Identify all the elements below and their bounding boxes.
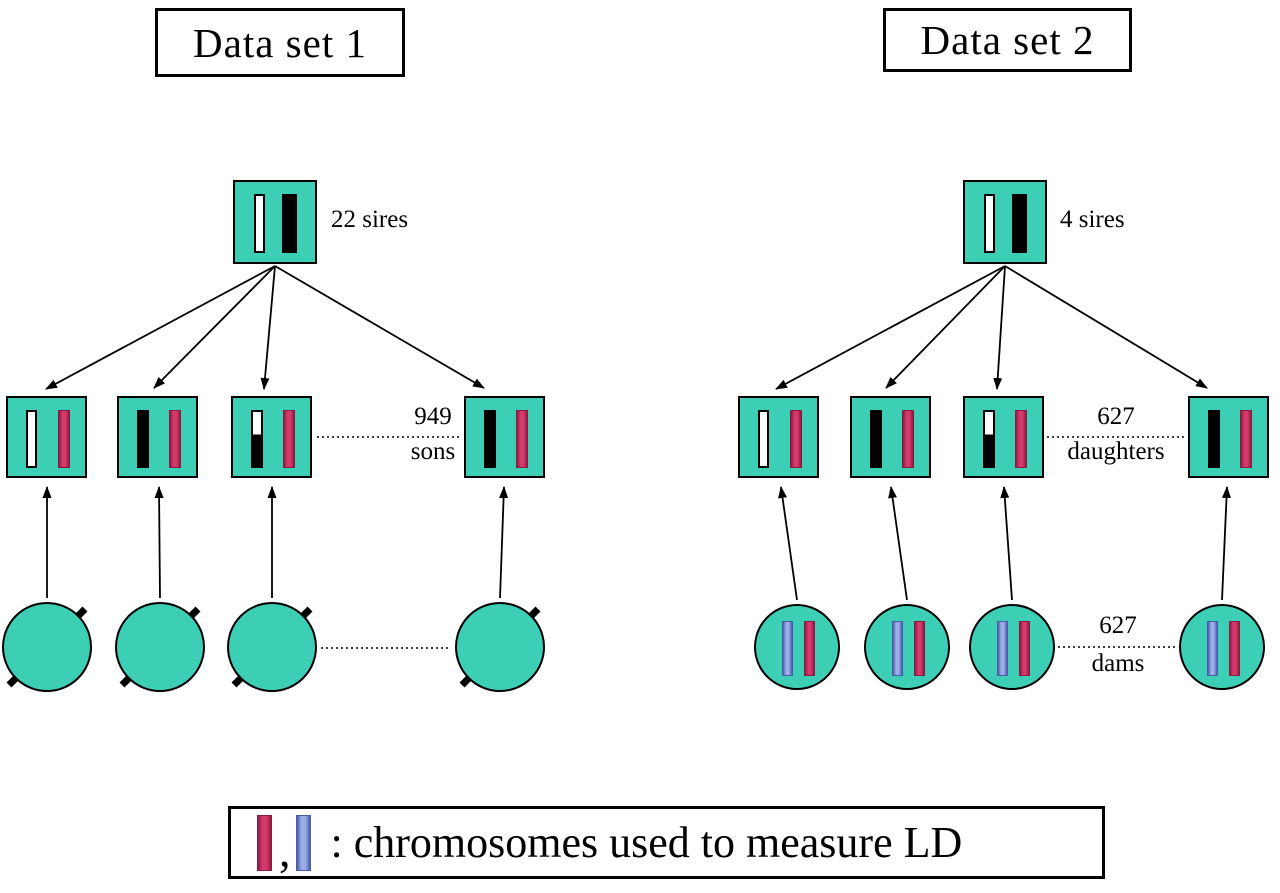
fan-arrow (775, 265, 1006, 390)
recombinant-chromosome-bar (251, 410, 263, 468)
dataset1-offspring-count: 949 (414, 403, 452, 430)
dataset1-dam-circle-2 (115, 602, 205, 692)
dataset1-dam-circle-1 (2, 602, 92, 692)
pink-chromosome-bar (283, 410, 295, 468)
blue-chromosome-bar (295, 814, 311, 871)
up-arrow (499, 486, 509, 599)
pink-chromosome-bar (1019, 621, 1030, 676)
up-arrow (888, 486, 908, 601)
dataset1-son-box-4 (464, 396, 545, 478)
dataset1-sire-count-label: 22 sires (331, 206, 409, 233)
dataset2-dam-circle-1 (754, 604, 840, 690)
pink-chromosome-bar (58, 410, 70, 468)
black-chromosome-bar (484, 410, 496, 468)
dataset2-offspring-type: daughters (1067, 438, 1165, 465)
pink-chromosome-bar (169, 410, 181, 468)
dataset1-dam-circle-4 (455, 602, 545, 692)
pink-chromosome-bar (516, 410, 528, 468)
fan-arrow (153, 265, 276, 389)
recombinant-chromosome-bar (983, 410, 995, 468)
fan-arrow (1004, 265, 1208, 389)
white-chromosome-bar (26, 410, 37, 468)
pink-chromosome-bar (914, 621, 925, 676)
dataset2-daughter-box-4 (1188, 396, 1269, 478)
blue-chromosome-bar (892, 621, 903, 676)
white-chromosome-bar (758, 410, 769, 468)
up-arrow (1000, 486, 1013, 601)
blue-chromosome-bar (1207, 621, 1218, 676)
pink-chromosome-bar (257, 814, 272, 871)
dataset1-title-box: Data set 1 (155, 8, 405, 77)
dataset2-daughter-box-2 (850, 396, 931, 478)
legend-caption: : chromosomes used to measure LD (330, 818, 963, 867)
pink-chromosome-bar (804, 621, 815, 676)
pink-chromosome-bar (1015, 410, 1027, 468)
pink-chromosome-bar (790, 410, 802, 468)
up-arrow (1221, 486, 1232, 601)
dataset2-dam-circle-4 (1179, 604, 1265, 690)
dataset1-son-box-3 (231, 396, 312, 478)
legend-separator: , (279, 825, 291, 876)
white-chromosome-bar (254, 194, 265, 253)
dataset2-sire-box (963, 180, 1047, 264)
black-chromosome-bar (1208, 410, 1220, 468)
dataset2-daughter-box-1 (738, 396, 819, 478)
dataset1-offspring-type: sons (410, 438, 456, 465)
dataset2-daughter-box-3 (963, 396, 1044, 478)
fan-arrow (45, 265, 276, 390)
up-arrow (154, 486, 164, 599)
fan-arrow (274, 265, 485, 389)
black-chromosome-bar (870, 410, 882, 468)
blue-chromosome-bar (782, 621, 793, 676)
dataset1-dam-circle-3 (227, 602, 317, 692)
fan-arrow (993, 265, 1006, 390)
dataset2-title-box: Data set 2 (883, 8, 1132, 72)
dataset1-title: Data set 1 (193, 19, 367, 66)
dataset2-dam-type: dams (1091, 650, 1145, 677)
dataset2-dam-circle-3 (969, 604, 1055, 690)
dataset2-dam-count: 627 (1099, 612, 1137, 639)
dataset1-son-box-2 (117, 396, 198, 478)
dataset2-dam-circle-2 (864, 604, 950, 690)
black-chromosome-bar (137, 410, 149, 468)
blue-chromosome-bar (997, 621, 1008, 676)
fan-arrow (885, 265, 1006, 389)
dataset2-title: Data set 2 (920, 17, 1095, 63)
black-chromosome-bar (1012, 194, 1027, 253)
black-chromosome-bar (282, 194, 297, 253)
legend-box: , : chromosomes used to measure LD (228, 806, 1105, 879)
pink-chromosome-bar (1240, 410, 1252, 468)
pink-chromosome-bar (902, 410, 914, 468)
pink-chromosome-bar (1229, 621, 1240, 676)
fan-arrow (260, 265, 276, 390)
white-chromosome-bar (984, 194, 995, 253)
dataset2-sire-count-label: 4 sires (1060, 206, 1125, 233)
dataset1-sire-box (233, 180, 317, 264)
dataset2-offspring-count: 627 (1097, 403, 1135, 430)
up-arrow (778, 486, 798, 601)
dataset1-son-box-1 (6, 396, 87, 478)
